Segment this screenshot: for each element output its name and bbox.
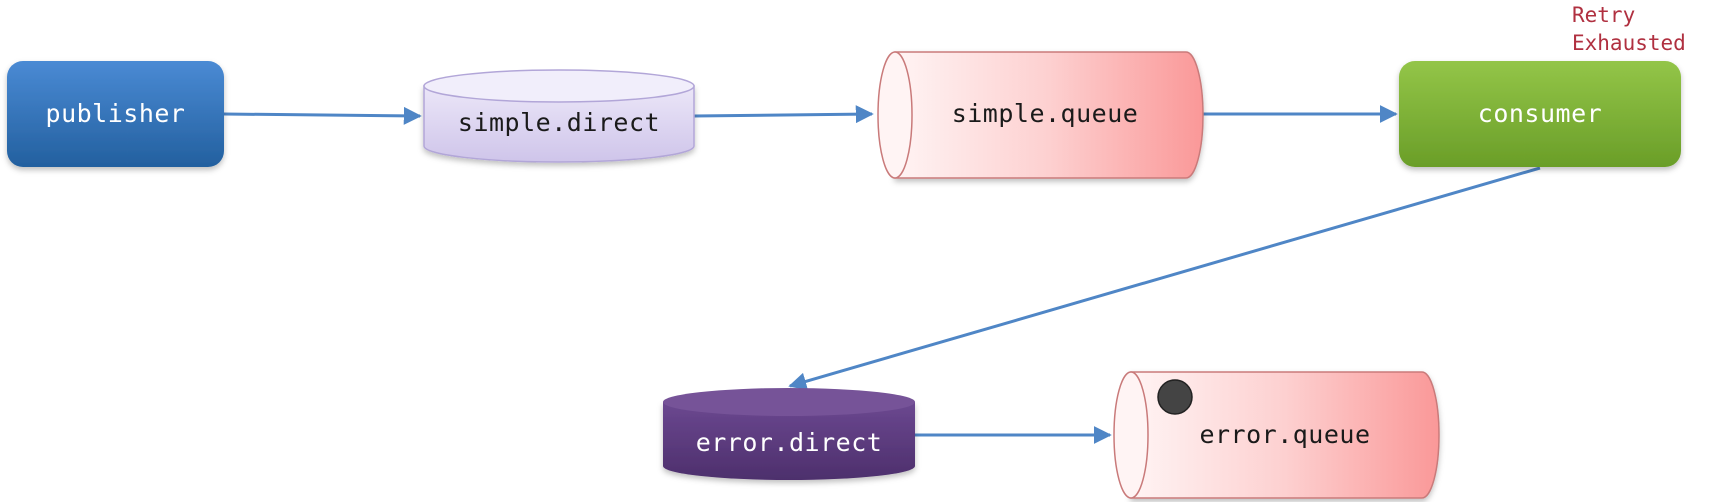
arrow-publisher-to-simple-direct xyxy=(223,106,422,125)
error-direct-label: error.direct xyxy=(696,428,883,457)
simple-queue[interactable]: simple.queue xyxy=(877,51,1204,179)
arrow-consumer-to-error-direct xyxy=(788,166,1541,391)
consumer-label: consumer xyxy=(1478,99,1602,128)
annotation-line-2: Exhausted xyxy=(1572,31,1686,55)
error-queue[interactable]: error.queue xyxy=(1113,371,1440,499)
message-dot-icon xyxy=(1157,379,1193,415)
simple-queue-label: simple.queue xyxy=(952,99,1139,128)
publisher-label: publisher xyxy=(46,99,186,128)
annotation-line-1: Retry xyxy=(1572,3,1636,27)
retry-exhausted-annotation: Retry Exhausted xyxy=(1572,1,1686,57)
error-direct-exchange[interactable]: error.direct xyxy=(663,388,915,480)
error-queue-label: error.queue xyxy=(1199,420,1370,449)
connectors xyxy=(223,105,1541,444)
simple-direct-exchange[interactable]: simple.direct xyxy=(423,69,695,163)
simple-direct-label: simple.direct xyxy=(458,108,660,137)
arrow-simple-direct-to-simple-queue xyxy=(693,105,874,124)
consumer-node[interactable]: consumer xyxy=(1399,61,1681,167)
publisher-node[interactable]: publisher xyxy=(7,61,224,167)
